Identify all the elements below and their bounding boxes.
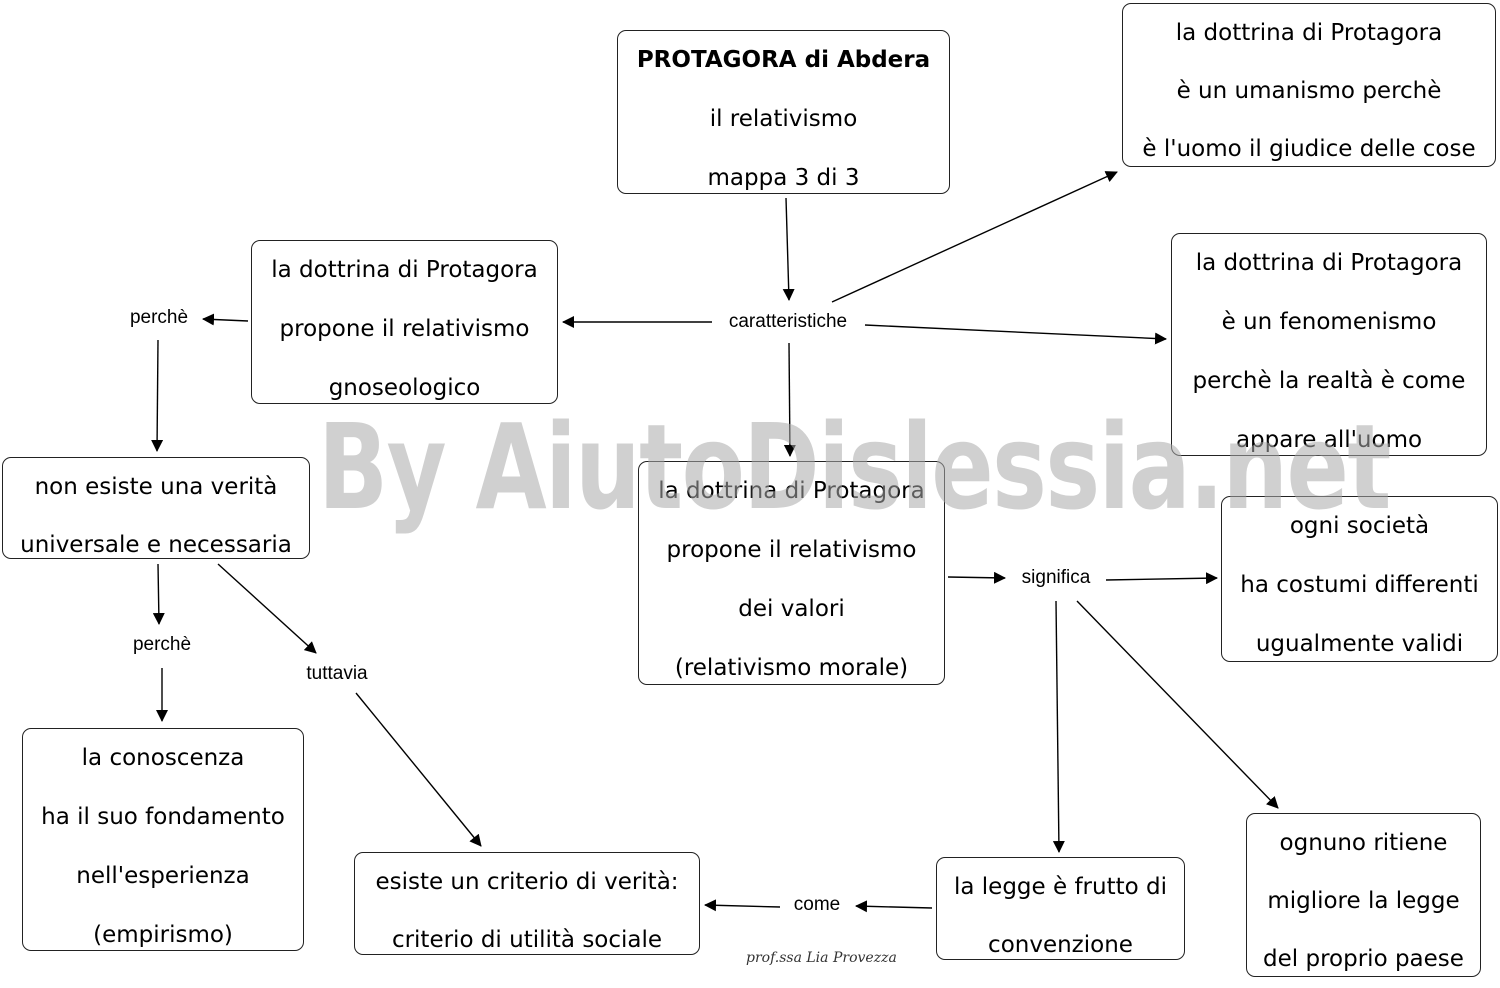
node-text: è un fenomenismo [1221,309,1437,335]
node-text: perchè la realtà è come [1192,368,1466,394]
node-text: la conoscenza [81,745,245,771]
node-text: la legge è frutto di [954,874,1167,900]
link-label-significa: significa [1017,565,1095,591]
node-title-name: PROTAGORA di Abdera [636,47,931,73]
edge-caratteristiche-fenomenismo [864,324,1167,345]
node-text: ha costumi differenti [1240,572,1479,598]
link-label-perche: perchè [125,305,193,331]
node-text: ugualmente validi [1255,631,1464,657]
node-text: del proprio paese [1263,946,1464,972]
node-umanismo: la dottrina di Protagora è un umanismo p… [1122,3,1496,167]
node-text: ha il suo fondamento [41,804,285,830]
edge-significa-costumi [1105,572,1218,585]
node-text: la dottrina di Protagora [271,257,538,283]
node-legge: la legge è frutto di convenzione [936,857,1185,960]
edge-verita-tuttavia [217,563,317,654]
node-text: esiste un criterio di verità: [375,869,679,895]
edge-come-criterio [704,899,781,912]
node-costumi: ogni società ha costumi differenti ugual… [1221,496,1498,662]
node-title-subtitle: il relativismo [709,106,858,132]
node-text: criterio di utilità sociale [391,927,663,953]
node-verita: non esiste una verità universale e neces… [2,457,310,559]
node-text: (relativismo morale) [674,655,909,681]
node-valori: la dottrina di Protagora propone il rela… [638,461,945,685]
edge-perche1-verita [151,339,164,452]
author-signature: prof.ssa Lia Provezza [746,950,897,966]
node-text: gnoseologico [328,375,481,401]
node-text: ognuno ritiene [1279,830,1448,856]
node-text: la dottrina di Protagora [1195,250,1463,276]
node-text: non esiste una verità [34,474,278,500]
node-text: propone il relativismo [279,316,530,342]
edge-gnoseologico-perche1 [202,313,249,326]
node-text: la dottrina di Protagora [658,478,925,504]
node-text: universale e necessaria [20,532,292,558]
edge-legge-come [855,900,933,913]
link-label-caratteristiche: caratteristiche [724,309,852,335]
edge-valori-significa [947,571,1006,584]
edge-significa-legge [1052,600,1065,853]
node-text: la dottrina di Protagora [1175,20,1443,46]
node-criterio: esiste un criterio di verità: criterio d… [354,852,700,955]
node-text: appare all'uomo [1235,427,1423,453]
edge-tuttavia-criterio [355,692,482,847]
node-text: migliore la legge [1267,888,1460,914]
edge-title-caratteristiche [782,197,795,301]
edge-caratteristiche-umanismo [831,171,1118,303]
node-gnoseologico: la dottrina di Protagora propone il rela… [251,240,558,404]
node-text: nell'esperienza [76,863,250,889]
node-text: (empirismo) [93,922,233,948]
edge-significa-paese [1076,600,1279,809]
node-text: dei valori [738,596,845,622]
node-paese: ognuno ritiene migliore la legge del pro… [1246,813,1481,977]
edge-verita-perche2 [152,563,165,625]
link-label-perche: perchè [128,632,196,658]
node-fenomenismo: la dottrina di Protagora è un fenomenism… [1171,233,1487,456]
link-label-come: come [789,892,845,918]
node-text: è un umanismo perchè [1176,78,1442,104]
node-text: ogni società [1289,513,1430,539]
edge-caratteristiche-valori [783,342,796,457]
node-title: PROTAGORA di Abdera il relativismo mappa… [617,30,950,194]
node-conoscenza: la conoscenza ha il suo fondamento nell'… [22,728,304,951]
node-text: convenzione [988,932,1133,958]
link-label-tuttavia: tuttavia [302,661,372,687]
node-text: propone il relativismo [666,537,917,563]
node-text: è l'uomo il giudice delle cose [1142,136,1476,162]
node-title-map-number: mappa 3 di 3 [707,165,860,191]
